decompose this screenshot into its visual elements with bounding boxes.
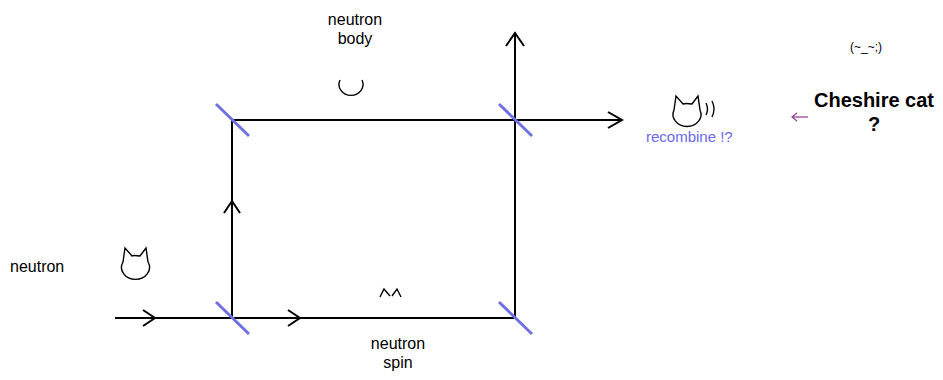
title-callout: Cheshire cat ? [812, 88, 936, 136]
beam-splitters [216, 104, 532, 334]
outcome-label: recombine !? [646, 128, 756, 146]
emoticon: (~_~;) [836, 40, 896, 54]
path-label: neutron body [318, 10, 392, 48]
cat-faces [121, 80, 714, 297]
beam-paths [115, 33, 622, 326]
particle-label: neutron [10, 257, 90, 276]
pointer-arrow [792, 113, 808, 121]
path-label: neutron spin [360, 334, 436, 372]
